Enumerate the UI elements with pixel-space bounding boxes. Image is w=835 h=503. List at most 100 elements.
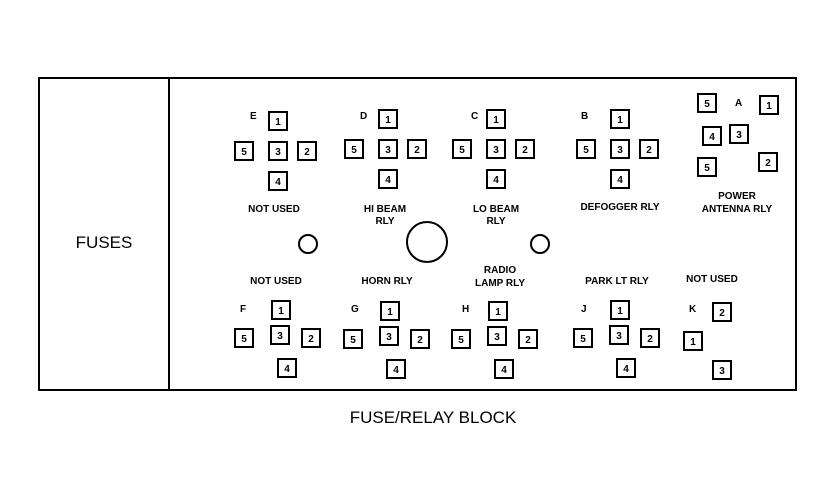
mounting-hole-center: [406, 221, 448, 263]
terminal-label: 3: [275, 147, 281, 158]
group-letter: H: [462, 304, 469, 315]
terminal-label: 5: [580, 334, 586, 345]
terminal-label: 5: [350, 335, 356, 346]
terminal-label: 4: [385, 175, 391, 186]
terminal-label: 3: [493, 145, 499, 156]
terminal-box-4: [277, 358, 297, 378]
group-letter: E: [250, 111, 257, 122]
terminal-box-2: [518, 329, 538, 349]
terminal-label: 1: [385, 115, 391, 126]
relay-name-line2: ANTENNA RLY: [702, 204, 773, 215]
terminal-box-3: [712, 360, 732, 380]
mounting-hole-right: [530, 234, 550, 254]
terminal-label: 2: [304, 147, 310, 158]
relay-name-line2: RLY: [375, 216, 394, 227]
terminal-box-5: [343, 329, 363, 349]
relay-name-line2: RLY: [486, 216, 505, 227]
terminal-label: 5: [241, 147, 247, 158]
relay-group-k: K NOT USED 213: [683, 274, 738, 380]
terminal-label: 3: [385, 145, 391, 156]
group-letter: B: [581, 111, 588, 122]
terminal-label: 1: [617, 115, 623, 126]
terminal-box-5: [451, 329, 471, 349]
terminal-box-5: [452, 139, 472, 159]
terminal-box-1: [378, 109, 398, 129]
terminal-label: 1: [766, 101, 772, 112]
group-letter: K: [689, 304, 697, 315]
terminal-label: 4: [275, 177, 281, 188]
terminal-box-2: [640, 328, 660, 348]
relay-name: NOT USED: [248, 204, 300, 215]
terminal-label: 1: [617, 306, 623, 317]
terminal-box-2: [639, 139, 659, 159]
terminal-label: 5: [458, 335, 464, 346]
terminal-box-5: [697, 157, 717, 177]
terminal-label: 4: [617, 175, 623, 186]
terminal-label: 5: [583, 145, 589, 156]
terminal-label: 4: [623, 364, 629, 375]
terminal-box-4: [610, 169, 630, 189]
terminal-label: 1: [495, 307, 501, 318]
terminal-label: 1: [493, 115, 499, 126]
terminal-box-3: [268, 141, 288, 161]
terminal-box-1: [486, 109, 506, 129]
terminal-box-5: [344, 139, 364, 159]
terminal-label: 3: [494, 332, 500, 343]
terminal-box-4: [486, 169, 506, 189]
terminal-label: 3: [277, 331, 283, 342]
block-outline: [38, 77, 797, 391]
terminal-box-1: [380, 301, 400, 321]
group-letter: D: [360, 111, 367, 122]
terminal-label: 2: [525, 335, 531, 346]
terminal-label: 4: [493, 175, 499, 186]
terminal-label: 4: [393, 365, 399, 376]
terminal-box-5: [573, 328, 593, 348]
group-letter: C: [471, 111, 478, 122]
relay-name-line2: LAMP RLY: [475, 278, 525, 289]
terminal-label: 5: [704, 163, 710, 174]
mounting-hole-left: [298, 234, 318, 254]
diagram-caption: FUSE/RELAY BLOCK: [350, 408, 517, 427]
terminal-label: 2: [522, 145, 528, 156]
terminal-label: 2: [765, 158, 771, 169]
terminal-box-5: [697, 93, 717, 113]
terminal-label: 1: [690, 337, 696, 348]
terminal-box-1: [271, 300, 291, 320]
terminal-box-1: [268, 111, 288, 131]
terminal-box-2: [410, 329, 430, 349]
terminal-box-4: [616, 358, 636, 378]
group-letter: F: [240, 304, 246, 315]
terminal-box-4: [386, 359, 406, 379]
relay-name: NOT USED: [686, 274, 738, 285]
terminal-box-5: [234, 141, 254, 161]
terminal-box-1: [610, 109, 630, 129]
relay-name: NOT USED: [250, 276, 302, 287]
terminal-box-1: [488, 301, 508, 321]
terminal-label: 1: [278, 306, 284, 317]
terminal-box-3: [610, 139, 630, 159]
terminal-box-2: [301, 328, 321, 348]
terminal-box-2: [407, 139, 427, 159]
terminal-box-5: [576, 139, 596, 159]
terminal-box-3: [609, 325, 629, 345]
relay-name: POWER: [718, 191, 757, 202]
terminal-box-4: [378, 169, 398, 189]
relay-name: PARK LT RLY: [585, 276, 649, 287]
terminal-label: 5: [241, 334, 247, 345]
terminal-label: 3: [616, 331, 622, 342]
terminal-box-4: [494, 359, 514, 379]
terminal-label: 2: [646, 145, 652, 156]
terminal-box-3: [487, 326, 507, 346]
terminal-label: 5: [704, 99, 710, 110]
terminal-label: 2: [308, 334, 314, 345]
terminal-box-2: [712, 302, 732, 322]
terminal-box-2: [297, 141, 317, 161]
terminal-box-2: [758, 152, 778, 172]
terminal-box-2: [515, 139, 535, 159]
